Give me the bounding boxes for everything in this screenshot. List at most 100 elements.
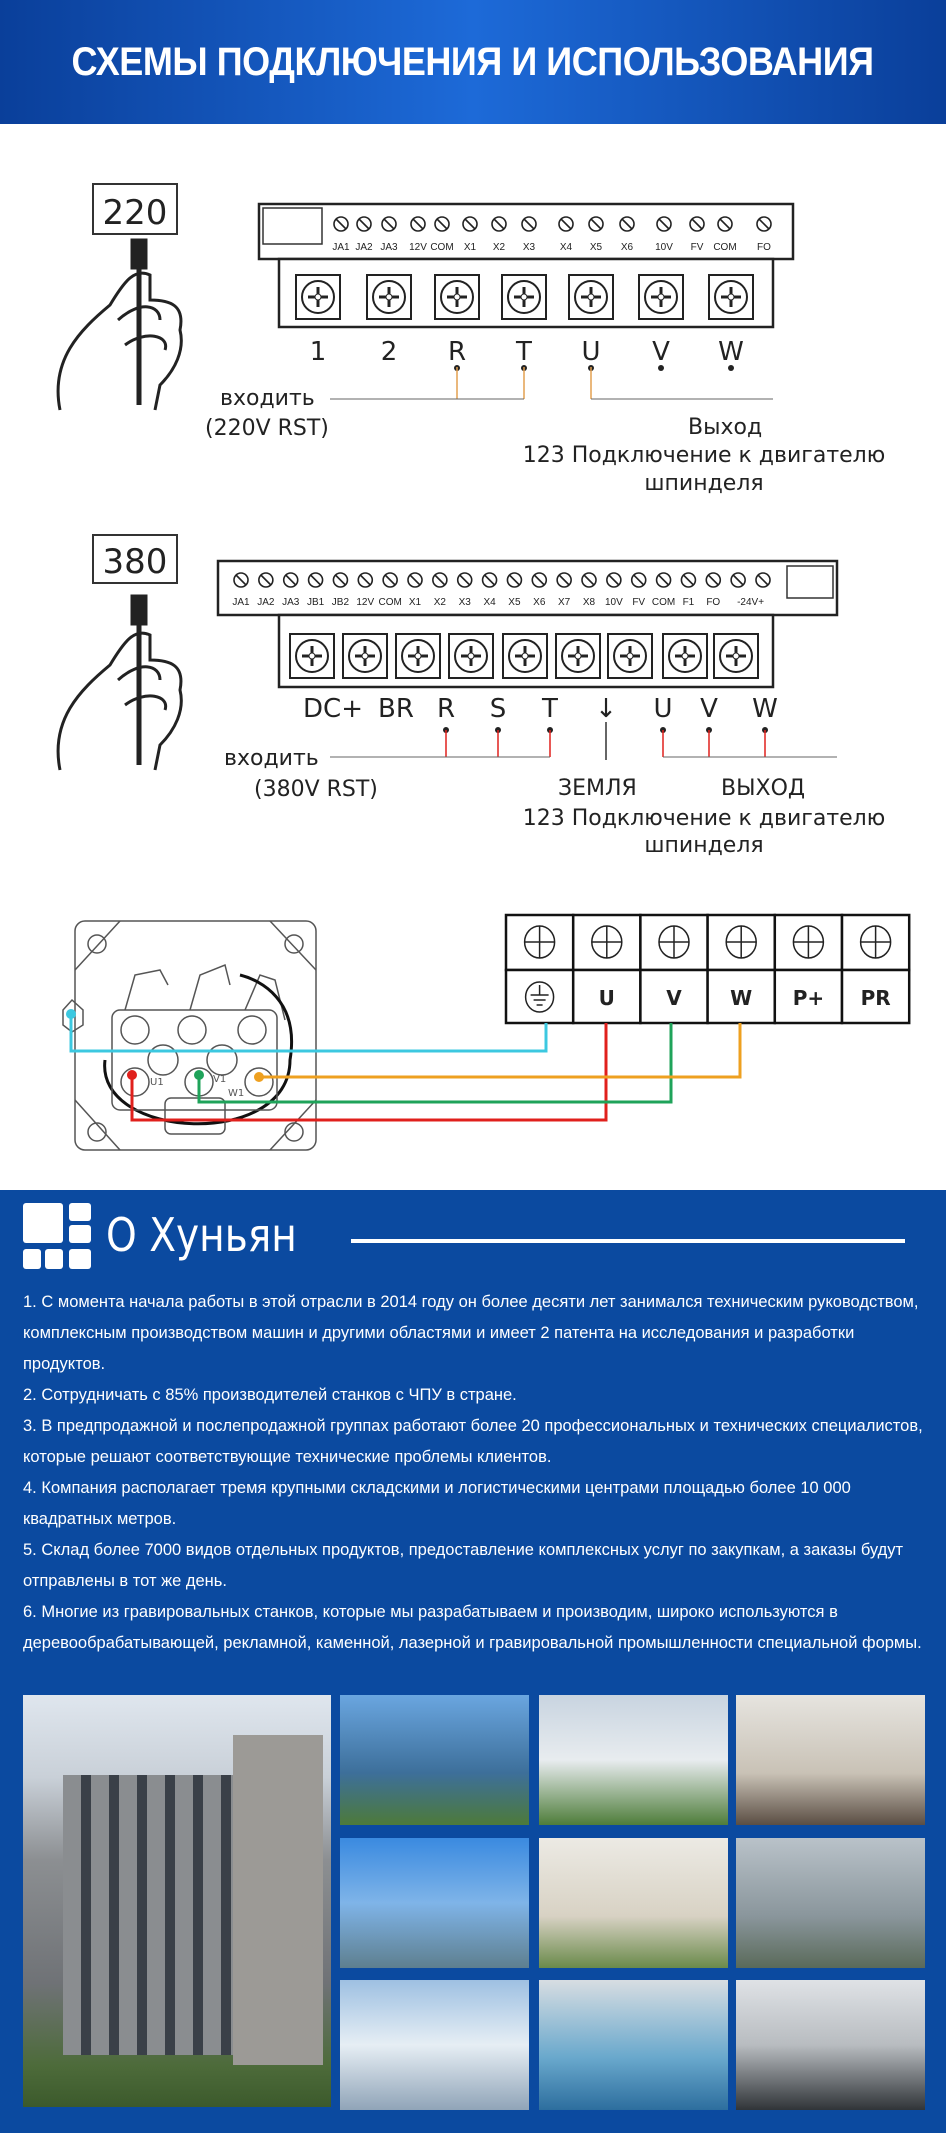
- terminal-screw-icon: [606, 572, 622, 588]
- terminal-screw-icon: [531, 572, 548, 588]
- terminal-screw-icon: [258, 572, 274, 588]
- power-terminal-label: DC+: [303, 694, 363, 724]
- about-title: О Хуньян: [106, 1208, 297, 1262]
- terminal-cell-label: V: [666, 986, 682, 1010]
- about-item: 6. Многие из гравировальных станков, кот…: [23, 1603, 922, 1652]
- terminal-screw-icon: [755, 572, 771, 588]
- page-title: СХЕМЫ ПОДКЛЮЧЕНИЯ И ИСПОЛЬЗОВАНИЯ: [71, 39, 875, 84]
- output-label: ВЫХОД: [721, 776, 805, 801]
- terminal-screw-icon: [689, 216, 705, 232]
- power-terminal-screw-icon: [502, 633, 548, 679]
- grid-logo-icon: [23, 1203, 91, 1269]
- terminal-label: JA1: [332, 242, 350, 253]
- terminal-label: X4: [560, 242, 573, 253]
- terminal-screw-icon: [332, 572, 349, 588]
- terminal-label: FV: [632, 597, 645, 608]
- photo-workshop: [539, 1980, 728, 2110]
- power-terminal-screw-icon: [366, 274, 412, 320]
- voltage-label: 220: [103, 193, 168, 233]
- output-desc: 123 Подключение к двигателю: [523, 443, 886, 468]
- terminal-cell: P+: [773, 913, 844, 1025]
- terminal-screw-icon: [705, 572, 722, 588]
- terminal-label: 12V: [356, 597, 374, 608]
- terminal-cell-label: U: [599, 986, 615, 1010]
- terminal-label: COM: [713, 242, 736, 253]
- output-label: Выход: [688, 415, 762, 440]
- photo-reception: [539, 1695, 728, 1825]
- terminal-screw-icon: [680, 572, 697, 588]
- about-list: 1. С момента начала работы в этой отрасл…: [23, 1287, 928, 1659]
- terminal-cell-label: P+: [793, 986, 824, 1010]
- terminal-screw-icon: [558, 216, 574, 232]
- title-divider: [351, 1239, 905, 1243]
- terminal-screw-icon: [717, 216, 733, 232]
- power-terminal-label: V: [700, 694, 718, 724]
- terminal-label: JA1: [232, 597, 250, 608]
- terminal-label: COM: [430, 242, 453, 253]
- terminal-label: X6: [533, 597, 546, 608]
- power-terminal-screw-icon: [342, 633, 388, 679]
- terminal-label: 10V: [605, 597, 623, 608]
- terminal-screw-icon: [521, 216, 537, 232]
- terminal-cell: U: [571, 913, 642, 1025]
- power-terminal-label: R: [448, 337, 466, 367]
- input-voltage-label: (220V RST): [205, 416, 329, 441]
- power-terminal-label: R: [437, 694, 455, 724]
- terminal-cell-label: PR: [861, 986, 891, 1010]
- power-terminal-screw-icon: [662, 633, 708, 679]
- terminal-label: X5: [508, 597, 521, 608]
- terminal-cell: PR: [840, 913, 911, 1025]
- terminal-screw-icon: [307, 572, 324, 588]
- power-terminal-screw-icon: [395, 633, 441, 679]
- terminal-label: -24V+: [737, 597, 764, 608]
- about-section: О Хуньян 1. С момента начала работы в эт…: [0, 1190, 946, 2133]
- terminal-label: X3: [523, 242, 536, 253]
- power-terminal-label: T: [541, 694, 558, 724]
- photo-office: [736, 1695, 925, 1825]
- terminal-label: FO: [757, 242, 771, 253]
- photo-office-interior: [539, 1838, 728, 1968]
- power-terminal-label: S: [490, 694, 507, 724]
- photo-office-tower: [340, 1695, 529, 1825]
- terminal-screw-icon: [432, 572, 448, 588]
- power-terminal-label: ↓: [595, 694, 617, 724]
- ground-icon: [530, 985, 549, 1006]
- terminal-screw-icon: [233, 572, 249, 588]
- terminal-label: JB1: [307, 597, 325, 608]
- terminal-screw-icon: [282, 572, 299, 588]
- about-item: 2. Сотрудничать с 85% производителей ста…: [23, 1386, 517, 1404]
- photo-office-building: [23, 1695, 331, 2107]
- u-wire: [130, 1023, 608, 1122]
- terminal-screw-icon: [434, 216, 450, 232]
- terminal-label: 12V: [409, 242, 427, 253]
- terminal-screw-icon: [357, 572, 374, 588]
- output-desc: 123 Подключение к двигателю: [523, 806, 886, 831]
- power-terminal-screw-icon: [434, 274, 480, 320]
- terminal-screw-icon: [462, 216, 478, 232]
- photo-warehouse: [340, 1980, 529, 2110]
- power-terminal-label: W: [718, 337, 744, 367]
- photo-skyscrapers: [340, 1838, 529, 1968]
- w-wire: [259, 1023, 742, 1079]
- terminal-screw-icon: [356, 216, 372, 232]
- terminal-screw-icon: [656, 216, 672, 232]
- power-terminal-screw-icon: [568, 274, 614, 320]
- input-voltage-label: (380V RST): [254, 777, 378, 802]
- terminal-label: JA3: [282, 597, 300, 608]
- terminal-screw-icon: [630, 572, 647, 588]
- power-terminal-screw-icon: [555, 633, 601, 679]
- terminal-label: JA2: [257, 597, 275, 608]
- power-terminal-screw-icon: [501, 274, 547, 320]
- power-terminal-screw-icon: [713, 633, 759, 679]
- terminal-cell: W: [706, 913, 777, 1025]
- terminal-screw-icon: [756, 216, 772, 232]
- terminal-screw-icon: [481, 572, 498, 588]
- terminal-label: X1: [464, 242, 477, 253]
- terminal-screw-icon: [491, 216, 507, 232]
- terminal-screw-icon: [333, 216, 349, 232]
- input-label: входить: [220, 386, 315, 411]
- output-desc-2: шпинделя: [644, 471, 763, 496]
- terminal-label: F1: [683, 597, 695, 608]
